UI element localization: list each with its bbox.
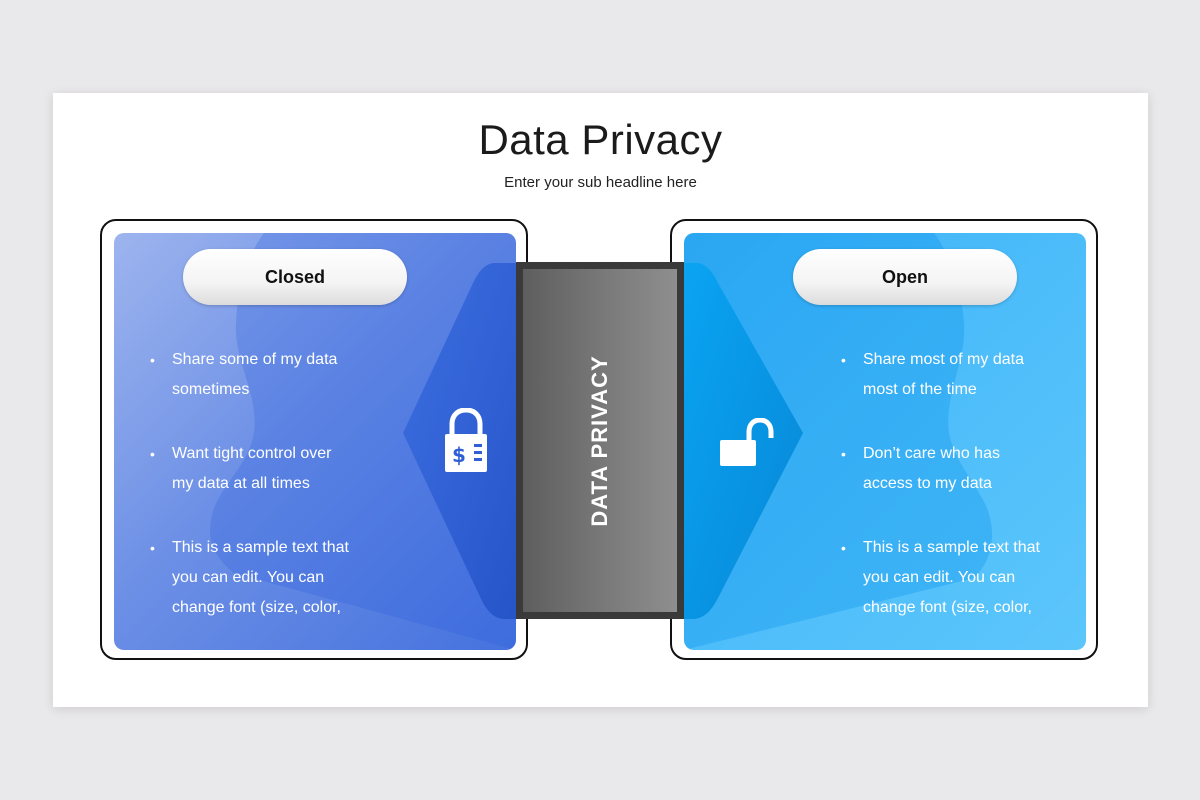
center-panel: DATA PRIVACY [516,262,684,619]
open-label-pill: Open [793,249,1017,305]
closed-bullet-list: Share some of my data sometimes Want tig… [150,345,350,650]
open-padlock-icon [720,418,774,466]
slide-subtitle: Enter your sub headline here [504,174,697,191]
padlock-dollar-icon: $ [445,408,487,472]
slide: Data Privacy Enter your sub headline her… [53,93,1148,707]
slide-title: Data Privacy [478,116,723,163]
closed-label-pill: Closed [183,249,407,305]
list-item: Share most of my data most of the time [841,345,1041,405]
open-bullet-list: Share most of my data most of the time D… [841,345,1041,650]
center-panel-inner: DATA PRIVACY [523,269,677,612]
list-item: Want tight control over my data at all t… [150,439,350,499]
svg-text:$: $ [452,443,466,467]
list-item: Don’t care who has access to my data [841,439,1041,499]
list-item: This is a sample text that you can edit.… [150,533,350,623]
list-item: This is a sample text that you can edit.… [841,533,1041,623]
center-panel-label: DATA PRIVACY [587,354,612,527]
list-item: Share some of my data sometimes [150,345,350,405]
